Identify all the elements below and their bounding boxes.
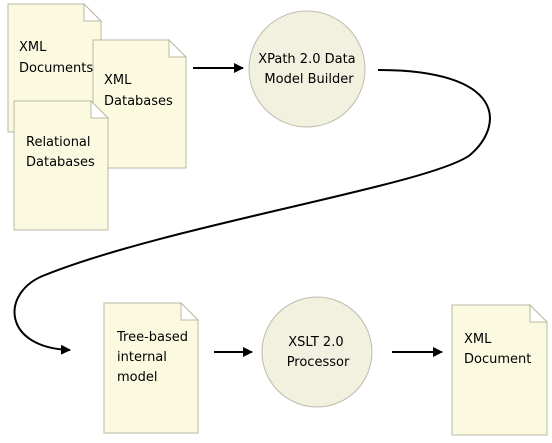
xml-databases-node: XML Databases xyxy=(92,38,188,169)
xslt-processor-label: XSLT 2.0 Processor xyxy=(287,335,350,370)
arrow-builder-to-tree-model xyxy=(13,69,491,355)
tree-model-label: Tree-based internal model xyxy=(116,330,192,385)
xslt-processor-node: XSLT 2.0 Processor xyxy=(261,296,373,408)
xml-document-output-node: XML Document xyxy=(451,303,549,436)
tree-model-node: Tree-based internal model xyxy=(103,301,200,434)
data-model-builder-label: XPath 2.0 Data Model Builder xyxy=(258,52,360,87)
relational-databases-label: Relational Databases xyxy=(26,135,95,170)
xml-documents-label: XML Documents xyxy=(19,40,93,76)
xml-document-output-label: XML Document xyxy=(464,332,531,367)
data-model-builder-node: XPath 2.0 Data Model Builder xyxy=(248,10,366,128)
xml-databases-label: XML Databases xyxy=(104,73,173,109)
relational-databases-node: Relational Databases xyxy=(13,99,110,231)
